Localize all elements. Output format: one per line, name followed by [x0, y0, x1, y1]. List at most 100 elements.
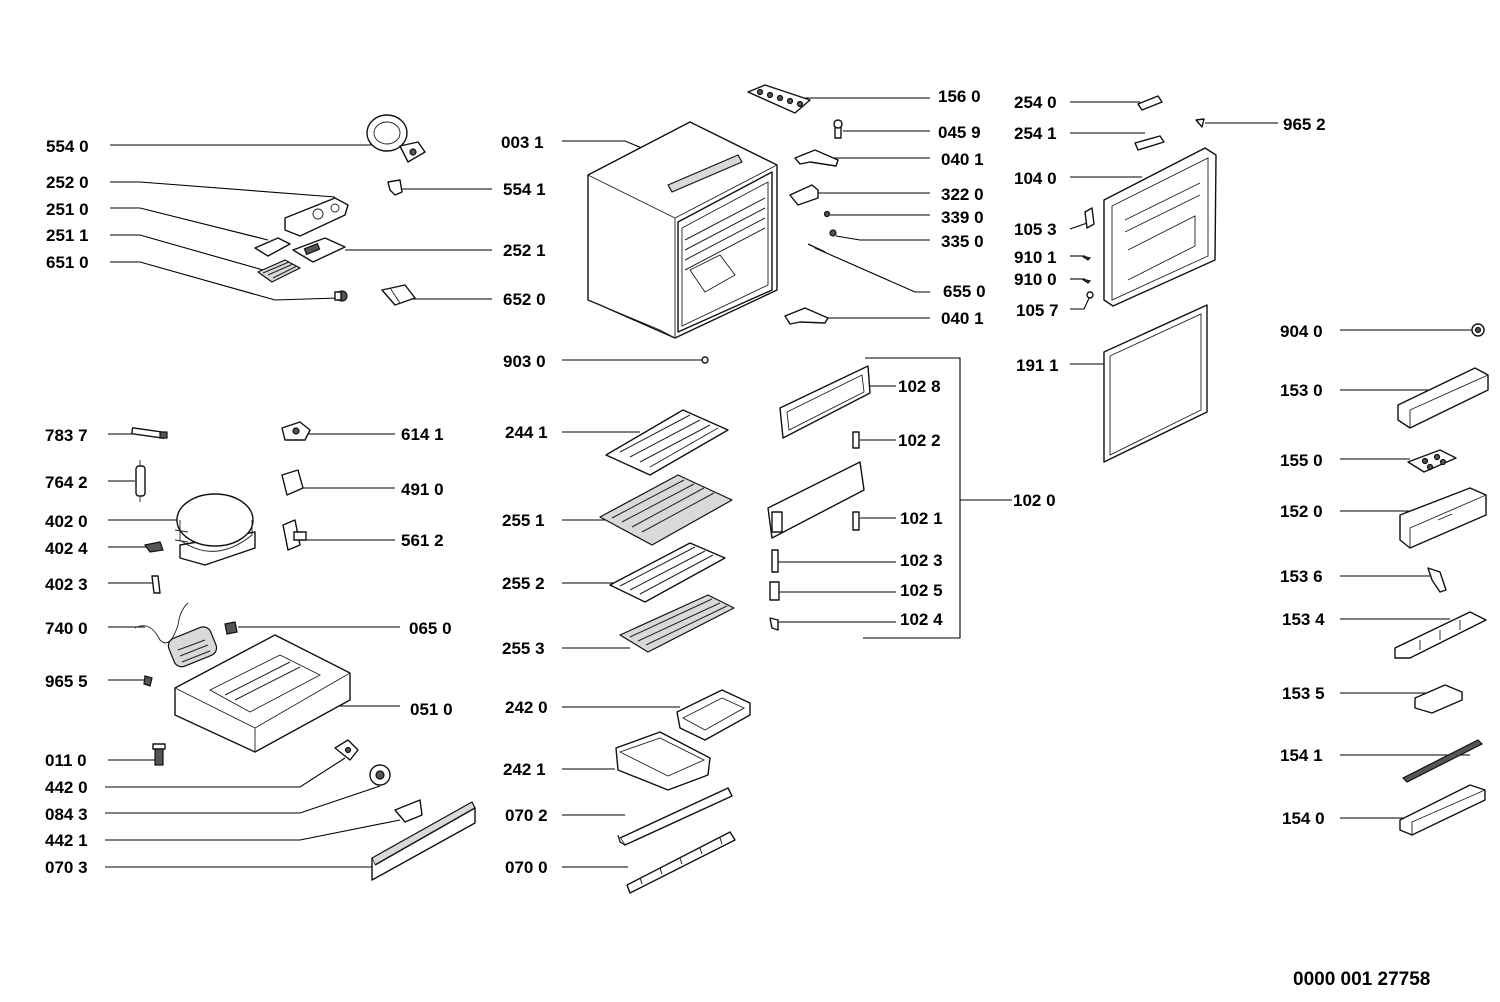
part-label: 255 2 [502, 574, 545, 593]
part-label: 740 0 [45, 619, 88, 638]
freezer-clip-part [769, 617, 779, 631]
screw-part [701, 356, 709, 364]
crisper-small-part [676, 689, 751, 741]
part-label: 152 0 [1280, 502, 1323, 521]
base-tray-part [174, 634, 351, 753]
housing-cap-part [281, 469, 304, 496]
egg-tray-part [747, 84, 811, 114]
part-label: 251 0 [46, 200, 89, 219]
freezer-door-frame-part [779, 365, 871, 439]
part-label: 965 5 [45, 672, 88, 691]
top-hinge-part [794, 149, 839, 167]
part-label: 339 0 [941, 208, 984, 227]
trim-strip-part [1401, 739, 1484, 783]
part-label: 065 0 [409, 619, 452, 638]
part-label: 910 0 [1014, 270, 1057, 289]
grommet-part [143, 541, 164, 553]
door-part [1103, 147, 1217, 307]
part-label: 045 9 [938, 123, 981, 142]
crisper-large-part [615, 731, 711, 791]
part-label: 903 0 [503, 352, 546, 371]
wire-shelf-b-part [609, 542, 726, 603]
capacitor-bracket-part [394, 799, 423, 823]
part-label: 191 1 [1016, 356, 1059, 375]
part-label: 322 0 [941, 185, 984, 204]
part-label: 011 0 [45, 751, 87, 770]
door-cover-part [1134, 135, 1165, 151]
part-label: 252 0 [46, 173, 89, 192]
part-label: 242 0 [505, 698, 548, 717]
part-label: 254 0 [1014, 93, 1057, 112]
freezer-hinge-b-part [771, 549, 779, 573]
pin-part [833, 119, 843, 139]
part-label: 783 7 [45, 426, 88, 445]
part-label: 003 1 [501, 133, 544, 152]
part-label: 244 1 [505, 423, 548, 442]
freezer-hinge-c-part [769, 581, 780, 601]
bottle-shelf-part [1397, 367, 1489, 429]
part-label: 156 0 [938, 87, 981, 106]
freezer-door-panel-part [767, 461, 865, 539]
fan-ring-part [366, 114, 426, 163]
part-label: 070 3 [45, 858, 88, 877]
part-label: 153 6 [1280, 567, 1323, 586]
foot-part [1471, 323, 1485, 337]
part-label: 252 1 [503, 241, 546, 260]
part-label: 651 0 [46, 253, 89, 272]
part-labels: 554 0 252 0 251 0 251 1 651 0 554 1 252 … [45, 87, 1430, 990]
part-label: 402 3 [45, 575, 88, 594]
part-label: 154 1 [1280, 746, 1323, 765]
part-label: 764 2 [45, 473, 88, 492]
bracket-part [789, 184, 819, 206]
part-label: 084 3 [45, 805, 88, 824]
part-label: 153 5 [1282, 684, 1325, 703]
cabinet-body-part [587, 121, 778, 339]
part-label: 965 2 [1283, 115, 1326, 134]
freezer-hinge-a-part [852, 511, 860, 531]
part-label: 402 0 [45, 512, 88, 531]
part-label: 105 3 [1014, 220, 1057, 239]
part-label: 652 0 [503, 290, 546, 309]
relay-clip-part [151, 575, 161, 594]
bottom-hinge-part [784, 307, 829, 325]
part-label: 070 0 [505, 858, 548, 877]
part-label: 335 0 [941, 232, 984, 251]
door-screw-a-part [1081, 255, 1092, 261]
part-label: 153 0 [1280, 381, 1323, 400]
part-label: 491 0 [401, 480, 444, 499]
wire-shelf-c-part [619, 594, 735, 653]
part-label: 251 1 [46, 226, 89, 245]
part-label: 254 1 [1014, 124, 1057, 143]
glass-shelf-part [605, 409, 729, 476]
door-stop-part [1086, 291, 1094, 299]
front-grille-part [371, 801, 476, 881]
door-screw-part [1195, 118, 1205, 128]
lamp-holder-part [292, 237, 346, 263]
thermostat-part [281, 421, 311, 441]
condenser-part [134, 602, 218, 668]
part-label: 104 0 [1014, 169, 1057, 188]
part-label: 105 7 [1016, 301, 1059, 320]
part-label: 655 0 [943, 282, 986, 301]
drain-plug-part [152, 743, 166, 766]
part-label: 561 2 [401, 531, 444, 550]
shelf-trim-part [617, 787, 733, 846]
start-relay-part [369, 764, 391, 786]
knob-part [254, 237, 291, 257]
part-label: 154 0 [1282, 809, 1325, 828]
door-top-cap-part [1137, 95, 1163, 111]
egg-holder-part [1407, 449, 1457, 473]
shelf-clip-part [1427, 567, 1447, 593]
part-label: 051 0 [410, 700, 453, 719]
wire-shelf-a-part [599, 474, 733, 546]
part-label: 554 0 [46, 137, 89, 156]
freezer-latch-part [852, 431, 860, 449]
part-label: 554 1 [503, 180, 546, 199]
part-label: 910 1 [1014, 248, 1057, 267]
part-label: 102 5 [900, 581, 943, 600]
thermostat-housing-part [284, 197, 349, 237]
part-label: 442 1 [45, 831, 88, 850]
part-label: 102 3 [900, 551, 943, 570]
part-label: 614 1 [401, 425, 444, 444]
